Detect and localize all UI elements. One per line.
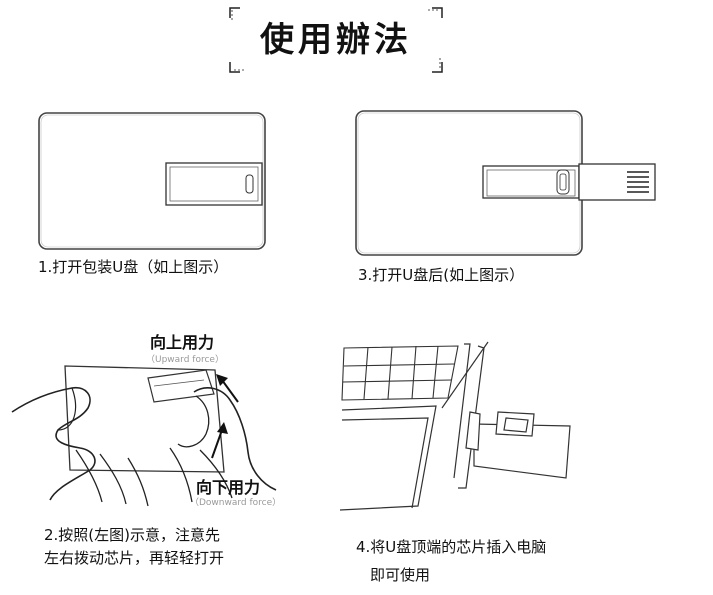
upward-force-en-label: （Upward force） [146,355,224,365]
upward-force-label: 向上用力 [150,333,215,352]
card-closed-illustration [38,112,266,250]
step4-caption-line2: 即可使用 [370,566,431,584]
step1-caption: 1.打开包装U盘（如上图示） [38,258,229,276]
laptop-usb-insert-illustration [339,341,571,511]
title-frame: 使用辦法 [228,6,444,74]
hands-opening-card-illustration [11,365,277,507]
step4-caption-line1: 4.将U盘顶端的芯片插入电脑 [356,538,547,556]
downward-force-label: 向下用力 [196,478,261,497]
step2-caption-line1: 2.按照(左图)示意，注意先 [44,526,221,544]
title-corner-brackets [229,7,443,73]
card-opened-illustration [355,110,656,256]
page-title: 使用辦法 [260,20,412,60]
downward-force-en-label: （Downward force） [190,498,282,508]
step3-caption: 3.打开U盘后(如上图示） [358,266,525,284]
step2-caption-line2: 左右拨动芯片，再轻轻打开 [44,549,225,567]
